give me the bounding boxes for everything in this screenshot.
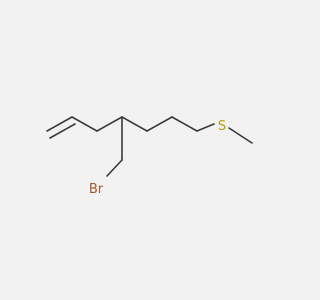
sulfur-atom-label: S — [218, 119, 226, 134]
bond-c6-c7 — [171, 116, 198, 132]
bond-c3-c4 — [96, 116, 123, 132]
bromine-atom-label: Br — [89, 182, 104, 197]
skeletal-structure: S Br — [46, 116, 253, 197]
molecule-canvas: S Br — [46, 116, 253, 197]
bond-c1-c2-double — [49, 123, 76, 139]
bond-c1-c2 — [46, 116, 73, 132]
bond-s-ch3 — [228, 127, 253, 144]
bond-c5-c6 — [146, 116, 173, 132]
bond-c4-c5 — [121, 116, 148, 132]
bond-c7-s — [196, 123, 215, 132]
bond-ch2-br — [106, 159, 123, 177]
bond-c2-c3 — [71, 116, 98, 132]
